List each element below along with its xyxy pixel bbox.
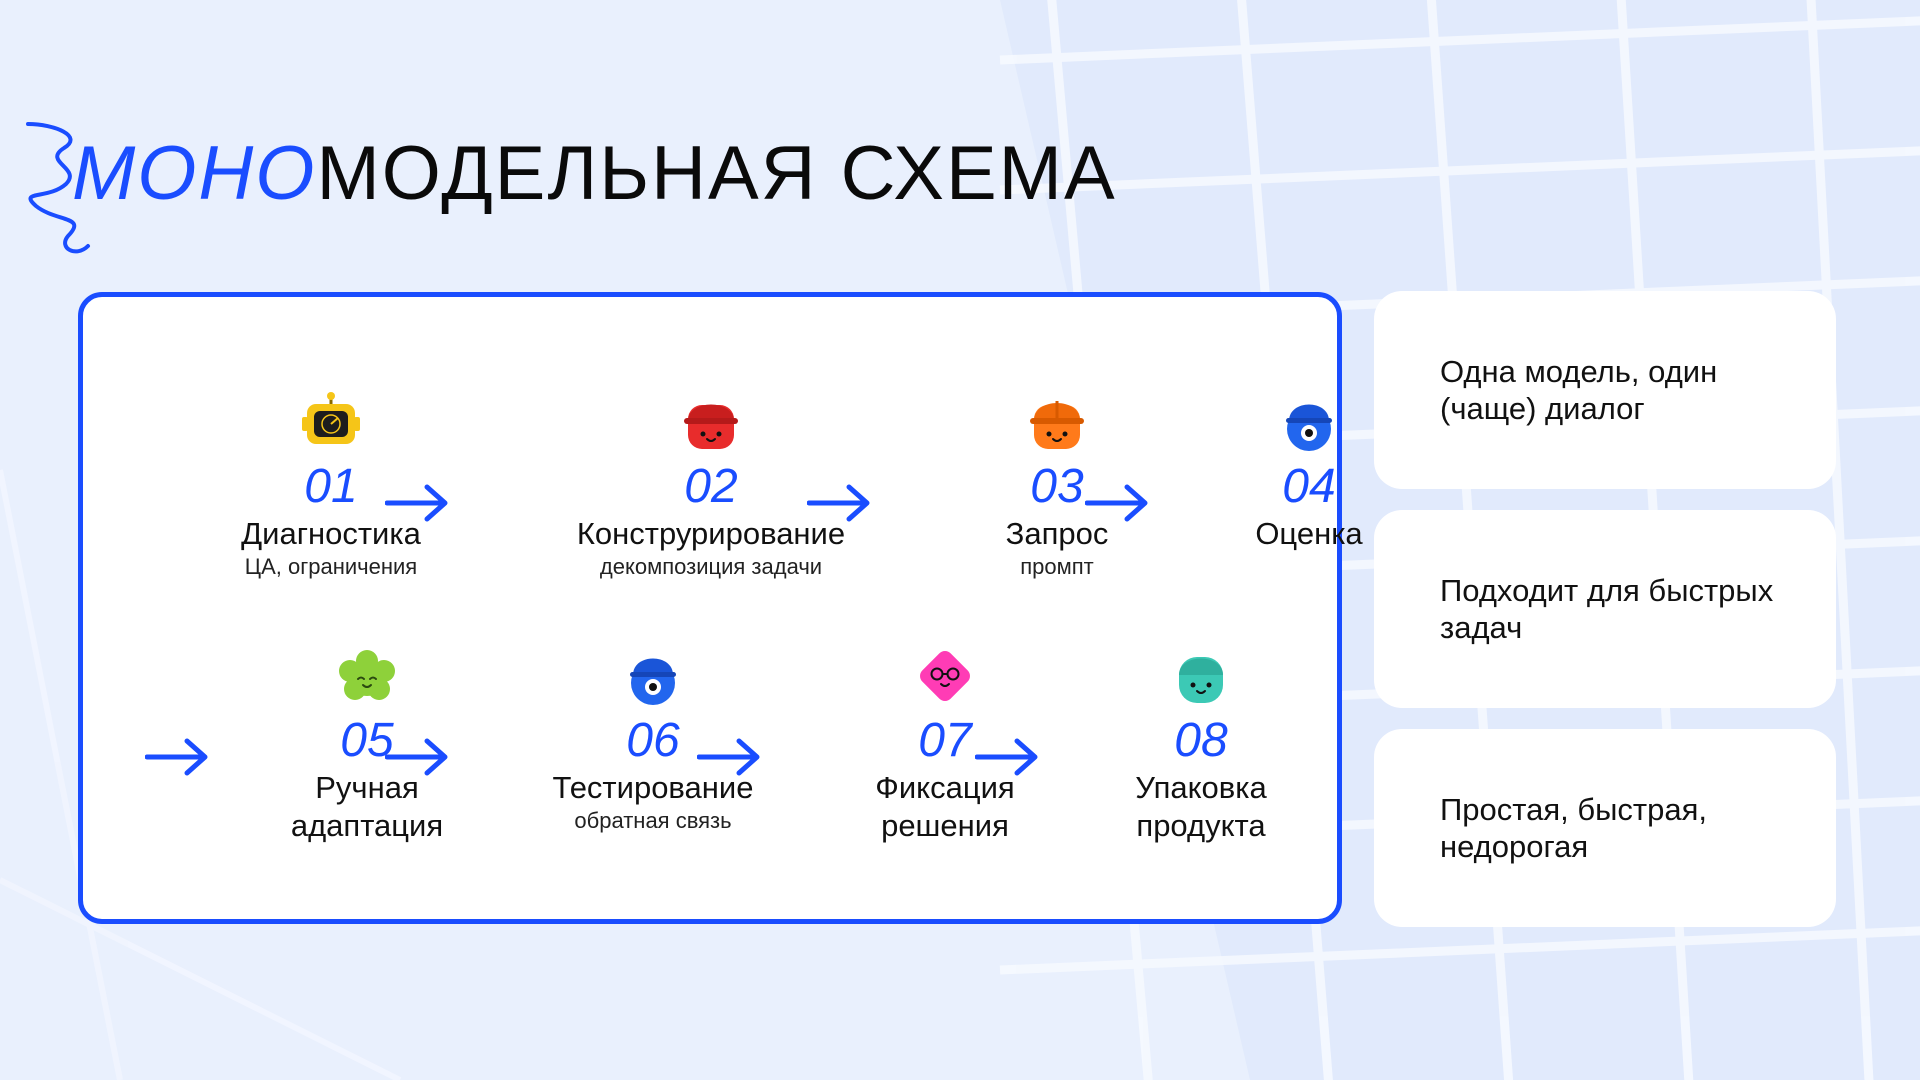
teal-character-icon	[1179, 657, 1223, 703]
step-label: Тестирование	[552, 770, 754, 805]
step-number: 03	[1030, 460, 1084, 513]
title-accent: МОНО	[72, 131, 317, 216]
arrow-right-icon	[145, 738, 208, 776]
info-card-2: Подходит для быстрых задач	[1374, 510, 1836, 708]
green-flower-character-icon	[339, 650, 395, 700]
arrow-right-icon	[385, 484, 448, 522]
info-card-1: Одна модель, один (чаще) диалог	[1374, 291, 1836, 489]
arrow-right-icon	[807, 484, 870, 522]
step-03: 03 Запрос промпт	[897, 391, 1217, 581]
step-label: Оценка	[1255, 516, 1363, 551]
title-rest: МОДЕЛЬНАЯ СХЕМА	[316, 131, 1117, 216]
step-05: 05 Ручная адаптация	[207, 645, 527, 845]
step-number: 06	[626, 714, 680, 767]
step-label: Диагностика	[241, 516, 421, 551]
step-08: 08 Упаковка продукта	[1041, 645, 1361, 845]
arrow-right-icon	[1085, 484, 1148, 522]
step-label: Фиксация решения	[875, 770, 1015, 843]
step-01: 01 Диагностика ЦА, ограничения	[171, 391, 491, 581]
blue-one-eyed-character-icon	[630, 658, 676, 705]
pink-glasses-character-icon	[920, 651, 970, 701]
orange-helmet-character-icon	[1030, 401, 1084, 449]
process-flow-card: 01 Диагностика ЦА, ограничения 02 Констр…	[78, 292, 1363, 924]
step-number: 08	[1174, 714, 1228, 767]
step-number: 01	[304, 460, 358, 513]
step-07: 07 Фиксация решения	[785, 645, 1105, 845]
step-label: Ручная адаптация	[290, 770, 444, 843]
step-subtitle: промпт	[1020, 554, 1094, 579]
step-number: 07	[918, 714, 972, 767]
step-subtitle: обратная связь	[574, 808, 732, 833]
step-06: 06 Тестирование обратная связь	[493, 645, 813, 835]
step-04: 04 Оценка	[1149, 391, 1469, 553]
step-label: Упаковка продукта	[1135, 770, 1267, 843]
step-label: Запрос	[1005, 516, 1109, 551]
step-subtitle: ЦА, ограничения	[244, 554, 418, 579]
robot-icon	[302, 392, 360, 444]
arrow-right-icon	[975, 738, 1038, 776]
red-helmet-character-icon	[684, 404, 738, 449]
squiggle-icon	[26, 122, 90, 254]
step-number: 04	[1282, 460, 1336, 513]
page-title: МОНОМОДЕЛЬНАЯ СХЕМА	[72, 126, 1117, 222]
step-number: 05	[340, 714, 394, 767]
step-02: 02 Конструрирование декомпозиция задачи	[551, 391, 871, 581]
step-label: Конструрирование	[576, 516, 846, 551]
step-subtitle: декомпозиция задачи	[599, 554, 823, 579]
info-text: Подходит для быстрых задач	[1440, 573, 1774, 645]
step-number: 02	[684, 460, 738, 513]
arrow-right-icon	[385, 738, 448, 776]
info-text: Одна модель, один (чаще) диалог	[1440, 354, 1718, 426]
arrow-right-icon	[697, 738, 760, 776]
info-card-3: Простая, быстрая, недорогая	[1374, 729, 1836, 927]
blue-one-eyed-character-icon	[1286, 404, 1332, 451]
info-text: Простая, быстрая, недорогая	[1440, 792, 1707, 864]
